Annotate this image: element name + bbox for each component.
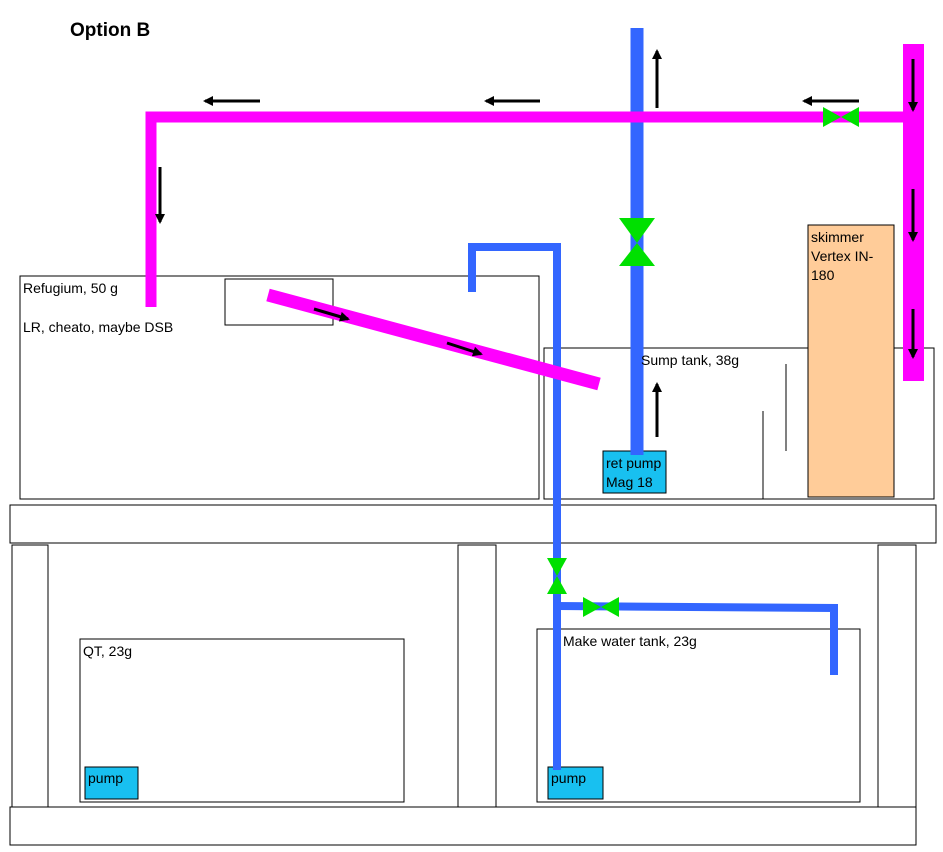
stand-top-shelf [9,504,937,544]
make-water-line-branch [556,602,838,675]
qt-label: QT, 23g [83,643,133,659]
skimmer-label-3: 180 [811,267,835,283]
refugium-tank [19,275,540,500]
make-water-label: Make water tank, 23g [563,633,697,649]
flow-arrow-sloped-2 [446,341,483,357]
refugium-inner-box [224,278,334,326]
refugium-sloped-line [266,288,601,391]
stand-middle-leg [457,544,497,808]
stand-left-leg [11,544,49,808]
qt-pump-label: pump [88,770,124,786]
refugium-note: LR, cheato, maybe DSB [23,319,174,335]
return-pump-label-2: Mag 18 [606,474,653,490]
return-pump-label-1: ret pump [606,455,662,471]
make-water-line-riser [468,243,561,770]
valve-top-right [823,107,859,127]
sump-tank [543,347,935,500]
flow-arrow-sloped-1 [313,307,350,322]
valve-return-line [619,218,655,266]
make-water-tank [536,628,861,803]
skimmer-label-2: Vertex IN- [811,248,874,264]
make-water-pump [547,766,604,800]
diagram-title: Option B [70,20,151,41]
valve-make-water-horizontal [583,597,619,617]
stand-bottom-shelf [9,806,917,846]
return-pump [602,450,667,494]
overflow-line [145,111,908,307]
refugium-label: Refugium, 50 g [23,280,118,296]
valve-make-water-vertical [547,558,567,594]
qt-tank [79,638,405,803]
qt-pump [84,766,139,800]
sump-label: Sump tank, 38g [641,352,740,368]
skimmer-label-1: skimmer [811,229,864,245]
make-water-pump-label: pump [551,770,587,786]
skimmer-body [807,224,895,498]
stand-right-leg [877,544,917,808]
